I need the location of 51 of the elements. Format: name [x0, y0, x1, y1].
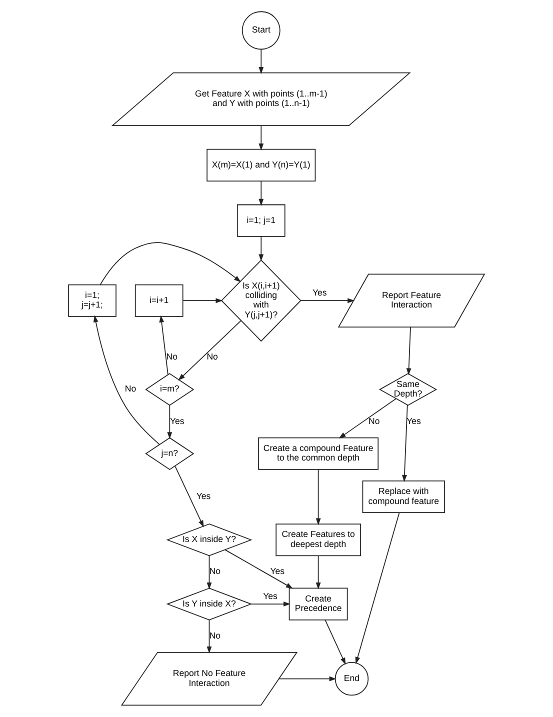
- arrow: [250, 602, 291, 607]
- edge-label: No: [209, 630, 221, 640]
- node-box: i=1; j=1: [236, 204, 286, 237]
- node-box: Create Precedence: [288, 588, 348, 620]
- arrow: [355, 512, 400, 664]
- node-box: i=i+1: [134, 284, 184, 317]
- arrow: [178, 320, 242, 381]
- arrow: [258, 180, 264, 206]
- arrow: [93, 315, 160, 445]
- edge-label: No: [124, 384, 136, 394]
- arrow: [338, 398, 396, 439]
- edge-label: Yes: [406, 416, 421, 426]
- arrow: [206, 620, 212, 654]
- edge-label: No: [368, 416, 380, 426]
- node-diamond: Is X(i,i+1) colliding with Y(j,j+1)?: [220, 260, 302, 342]
- arrow: [300, 298, 355, 304]
- node-diamond: Same Depth?: [378, 373, 438, 406]
- node-circle: End: [334, 662, 369, 696]
- arrow: [224, 549, 294, 589]
- arrow: [206, 555, 212, 590]
- arrow: [278, 676, 336, 682]
- edge-label: No: [209, 566, 221, 576]
- arrow: [174, 466, 204, 528]
- arrow: [258, 125, 264, 151]
- edge-label: Yes: [270, 566, 285, 576]
- node-diamond: j=n?: [145, 437, 194, 470]
- edge-label: No: [206, 352, 218, 362]
- edge-label: Yes: [170, 416, 184, 426]
- node-box: Create Features to deepest depth: [276, 524, 361, 556]
- edge-label: No: [166, 352, 178, 362]
- arrow: [258, 236, 264, 262]
- arrow: [324, 620, 346, 665]
- arrow: [258, 48, 264, 74]
- arrow: [159, 315, 168, 376]
- node-diamond: Is Y inside X?: [166, 588, 252, 620]
- node-box: X(m)=X(1) and Y(n)=Y(1): [206, 148, 316, 182]
- node-box: Create a compound Feature to the common depth: [258, 437, 379, 470]
- node-circle: Start: [242, 11, 280, 50]
- edge-label: Yes: [263, 590, 278, 601]
- edge-label: Yes: [196, 490, 211, 501]
- edge-label: Yes: [312, 287, 327, 298]
- arrow: [316, 469, 321, 526]
- arrow: [100, 242, 242, 286]
- node-box: i=1; j=j+1;: [68, 284, 116, 317]
- arrow: [182, 298, 223, 304]
- arrow: [406, 326, 412, 376]
- node-diamond: Is X inside Y?: [166, 524, 252, 556]
- node-box: Replace with compound feature: [362, 480, 445, 514]
- arrow: [316, 555, 321, 590]
- arrow: [167, 405, 172, 440]
- arrow: [402, 404, 408, 482]
